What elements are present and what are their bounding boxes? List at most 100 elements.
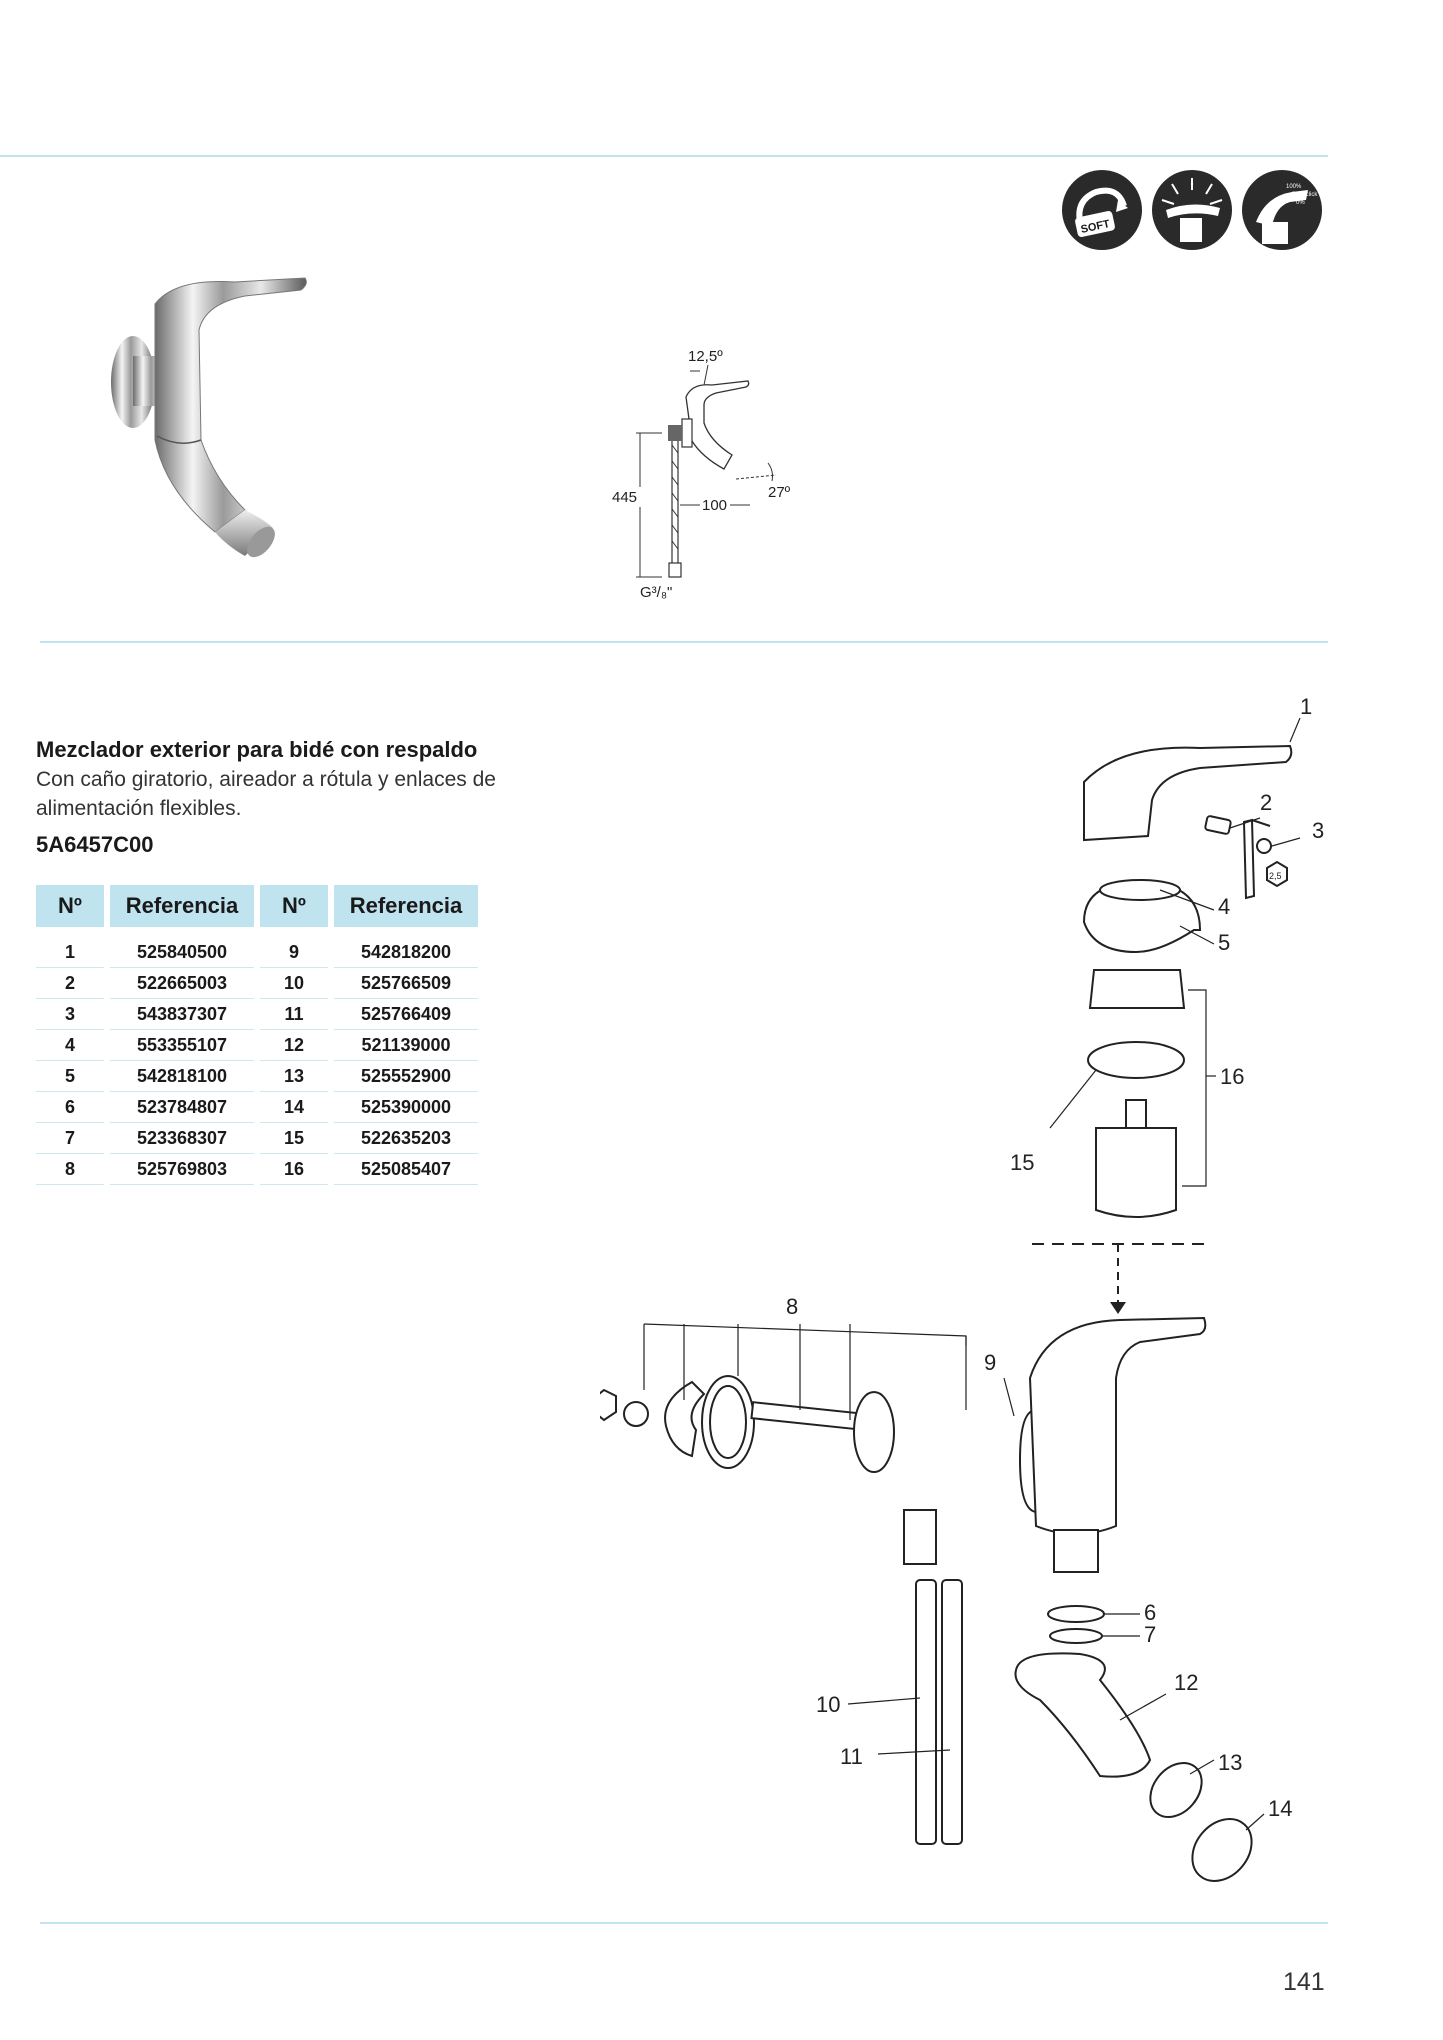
part-number: 16 [260, 1154, 328, 1185]
flow-label-0: 0% [1296, 200, 1305, 206]
callout-12: 12 [1174, 1670, 1198, 1695]
part-reference: 542818100 [110, 1061, 254, 1092]
part-number: 9 [260, 927, 328, 968]
hex-key-icon [1242, 818, 1271, 900]
dimension-drawing: 12,5º 445 100 27º G³/₈" [610, 348, 791, 601]
part-number: 14 [260, 1092, 328, 1123]
table-row: 6 523784807 14 525390000 [36, 1092, 478, 1123]
lever-angle-label: 12,5º [688, 348, 723, 365]
part-reference: 521139000 [334, 1030, 478, 1061]
exploded-view-diagram: 1 2 3 4 5 6 7 8 9 10 11 12 13 14 15 16 2… [600, 694, 1324, 1882]
part-number: 8 [36, 1154, 104, 1185]
callout-8: 8 [786, 1294, 798, 1319]
table-row: 4 553355107 12 521139000 [36, 1030, 478, 1061]
mounting-washer [623, 1401, 649, 1427]
part-reference: 522665003 [110, 968, 254, 999]
callout-4: 4 [1218, 894, 1230, 919]
header-reference-2: Referencia [334, 885, 478, 927]
part-number: 13 [260, 1061, 328, 1092]
table-row: 2 522665003 10 525766509 [36, 968, 478, 999]
top-divider [0, 155, 1328, 157]
part-7-oring [1049, 1628, 1103, 1644]
header-number-1: Nº [36, 885, 104, 927]
part-number: 6 [36, 1092, 104, 1123]
part-reference: 525390000 [334, 1092, 478, 1123]
parts-table-header: Nº Referencia Nº Referencia [36, 885, 478, 927]
part-reference: 542818200 [334, 927, 478, 968]
flow-label-100: 100% [1286, 184, 1302, 190]
middle-divider [40, 641, 1328, 643]
callout-13: 13 [1218, 1750, 1242, 1775]
hose-elbow [903, 1509, 937, 1565]
part-number: 15 [260, 1123, 328, 1154]
part-reference: 525766509 [334, 968, 478, 999]
part-reference: 523368307 [110, 1123, 254, 1154]
main-body [1028, 1316, 1207, 1535]
callout-6: 6 [1144, 1600, 1156, 1625]
callout-16: 16 [1220, 1064, 1244, 1089]
cold-start-icon [1152, 170, 1232, 250]
part-number: 1 [36, 927, 104, 968]
height-dimension: 445 [612, 489, 637, 506]
spout-angle-label: 27º [768, 484, 791, 501]
callout-15: 15 [1010, 1150, 1034, 1175]
part-number: 7 [36, 1123, 104, 1154]
part-10-hose [915, 1579, 937, 1845]
part-reference: 543837307 [110, 999, 254, 1030]
connection-size-label: G³/₈" [640, 584, 672, 601]
part-15-seal [1087, 1041, 1185, 1079]
callout-1: 1 [1300, 694, 1312, 719]
page-number: 141 [1283, 1968, 1325, 1996]
flow-limiter-icon: 100% 50% click 0% [1242, 170, 1322, 250]
mounting-nut [600, 1388, 617, 1422]
header-reference-1: Referencia [110, 885, 254, 927]
hex-key-size-label: 2,5 [1269, 871, 1282, 881]
feature-icons: SOFT 100% 50% click 0% [1062, 170, 1322, 250]
part-number: 3 [36, 999, 104, 1030]
part-number: 10 [260, 968, 328, 999]
cartridge-stem [1125, 1099, 1147, 1129]
callout-10: 10 [816, 1692, 840, 1717]
part-13-aerator [1149, 1762, 1203, 1818]
hex-key-size-badge [1266, 860, 1288, 888]
callout-9: 9 [984, 1350, 996, 1375]
table-row: 8 525769803 16 525085407 [36, 1154, 478, 1185]
table-row: 1 525840500 9 542818200 [36, 927, 478, 968]
flow-label-50: 50% click [1292, 192, 1318, 198]
part-2-screw [1204, 815, 1232, 835]
part-11-hose [941, 1579, 963, 1845]
part-reference: 553355107 [110, 1030, 254, 1061]
part-3-cap [1256, 838, 1272, 854]
mounting-bracket [664, 1380, 706, 1458]
spout-connector [1053, 1529, 1099, 1573]
callout-7: 7 [1144, 1622, 1156, 1647]
part-number: 11 [260, 999, 328, 1030]
parts-table: Nº Referencia Nº Referencia 1 525840500 … [30, 885, 484, 1185]
assembly-arrow-icon [1110, 1302, 1126, 1314]
callout-3: 3 [1312, 818, 1324, 843]
part-reference: 525085407 [334, 1154, 478, 1185]
part-6-ring [1047, 1605, 1105, 1623]
part-reference: 525766409 [334, 999, 478, 1030]
mounting-gasket-inner [709, 1385, 747, 1459]
callout-2: 2 [1260, 790, 1272, 815]
part-reference: 522635203 [334, 1123, 478, 1154]
part-reference: 525840500 [110, 927, 254, 968]
part-number: 5 [36, 1061, 104, 1092]
callout-11: 11 [840, 1744, 863, 1769]
table-row: 3 543837307 11 525766409 [36, 999, 478, 1030]
product-photo [111, 277, 307, 558]
part-number: 2 [36, 968, 104, 999]
table-row: 7 523368307 15 522635203 [36, 1123, 478, 1154]
threaded-rod [750, 1401, 866, 1431]
mounting-gasket-rear [853, 1391, 895, 1473]
callout-14: 14 [1268, 1796, 1292, 1821]
part-12-spout [1014, 1652, 1152, 1778]
part-reference: 525769803 [110, 1154, 254, 1185]
header-number-2: Nº [260, 885, 328, 927]
soft-close-icon: SOFT [1062, 170, 1142, 250]
projection-dimension: 100 [702, 497, 727, 514]
part-14-cap [1191, 1818, 1253, 1882]
product-title: Mezclador exterior para bidé con respald… [36, 737, 478, 762]
part-4-ring [1099, 879, 1181, 901]
